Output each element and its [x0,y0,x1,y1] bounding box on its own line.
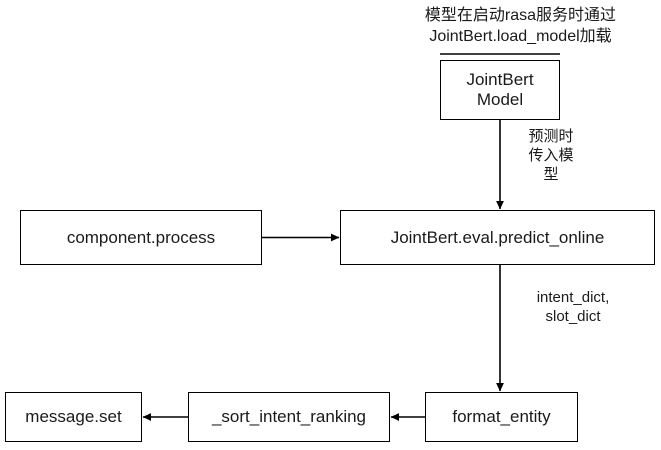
node-jointbert-model[interactable]: JointBert Model [440,60,560,120]
node-predict-online-label: JointBert.eval.predict_online [390,227,605,247]
node-sort-intent-ranking-label: _sort_intent_ranking [211,407,367,427]
diagram-caption-load-model: 模型在启动rasa服务时通过 JointBert.load_model加载 [424,7,617,45]
node-message-set[interactable]: message.set [5,392,142,442]
node-message-set-label: message.set [25,407,122,427]
node-sort-intent-ranking[interactable]: _sort_intent_ranking [188,392,390,442]
node-format-entity[interactable]: format_entity [425,392,578,442]
edge-label-intent-slot-dict: intent_dict, slot_dict [536,289,610,325]
node-jointbert-eval-predict-online[interactable]: JointBert.eval.predict_online [340,210,655,265]
node-component-process[interactable]: component.process [20,210,262,265]
node-format-entity-label: format_entity [452,407,551,427]
edge-label-predict-pass-model: 预测时 传入模 型 [528,128,574,183]
node-jointbert-model-line2: Model [476,90,524,109]
node-component-process-label: component.process [66,227,216,247]
node-jointbert-model-line1: JointBert [466,69,534,89]
